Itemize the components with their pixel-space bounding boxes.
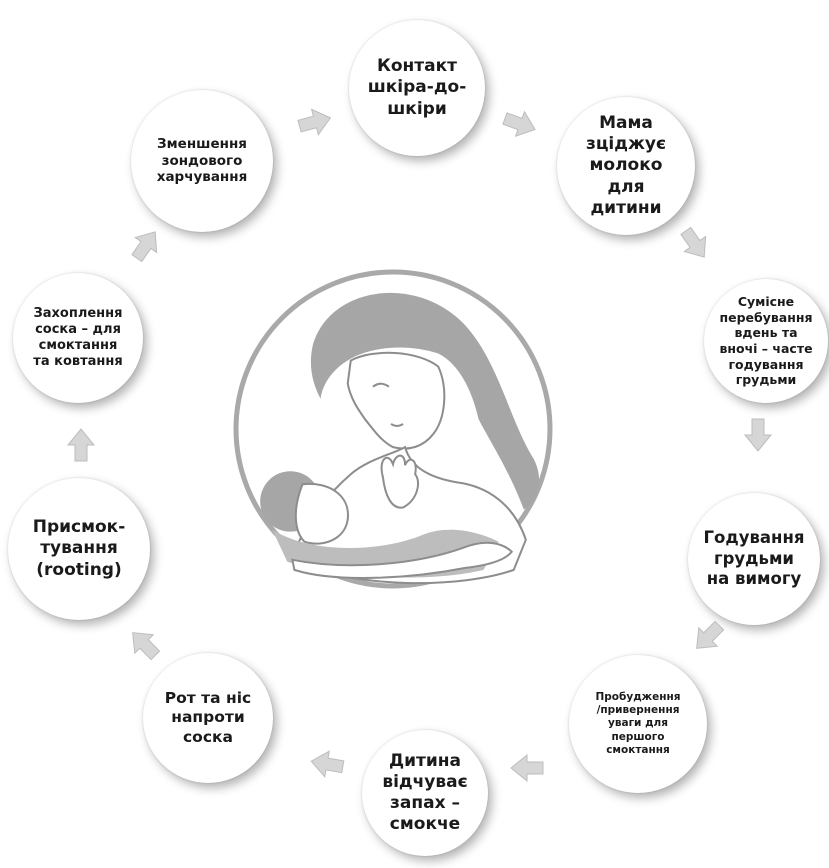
flow-arrow-icon [509, 753, 545, 783]
cycle-step-label: Зменшення зондового харчування [156, 135, 248, 186]
flow-arrow-icon [672, 221, 717, 268]
cycle-step-mouth-nose: Рот та ніс напроти соска [143, 653, 273, 783]
cycle-step-label: Дитина відчуває запах – смокче [382, 750, 468, 835]
cycle-step-label: Рот та ніс напроти соска [164, 688, 252, 746]
cycle-step-rooting: Присмок- тування (rooting) [8, 478, 150, 620]
cycle-step-label: Захоплення соска – для смоктання та ковт… [33, 305, 123, 370]
flow-arrow-icon [685, 614, 732, 661]
cycle-step-skin-to-skin: Контакт шкіра-до- шкіри [349, 20, 485, 156]
cycle-step-label: Сумісне перебування вдень та вночі – час… [719, 294, 813, 388]
cycle-step-label: Пробудження /привернення уваги для першо… [595, 691, 681, 756]
cycle-step-on-demand: Годування грудьми на вимогу [688, 493, 820, 625]
cycle-step-awakening: Пробудження /привернення уваги для першо… [569, 655, 707, 793]
cycle-step-label: Годування грудьми на вимогу [703, 528, 805, 589]
cycle-step-rooming-in: Сумісне перебування вдень та вночі – час… [704, 279, 828, 403]
flow-arrow-icon [121, 621, 168, 668]
flow-arrow-icon [307, 746, 348, 782]
cycle-step-latch: Захоплення соска – для смоктання та ковт… [13, 273, 143, 403]
cycle-step-reduce-tube: Зменшення зондового харчування [131, 90, 273, 232]
flow-arrow-icon [294, 103, 337, 141]
cycle-step-smells-sucks: Дитина відчуває запах – смокче [362, 730, 488, 856]
cycle-step-label: Присмок- тування (rooting) [32, 517, 126, 580]
flow-arrow-icon [123, 222, 168, 269]
flow-arrow-icon [743, 417, 773, 453]
flow-arrow-icon [66, 427, 96, 463]
cycle-step-label: Контакт шкіра-до- шкіри [367, 56, 467, 119]
cycle-step-mother-expresses: Мама зціджує молоко для дитини [557, 97, 695, 235]
breastfeeding-mother-icon [232, 268, 554, 590]
cycle-step-label: Мама зціджує молоко для дитини [585, 112, 667, 218]
flow-arrow-icon [498, 104, 542, 145]
